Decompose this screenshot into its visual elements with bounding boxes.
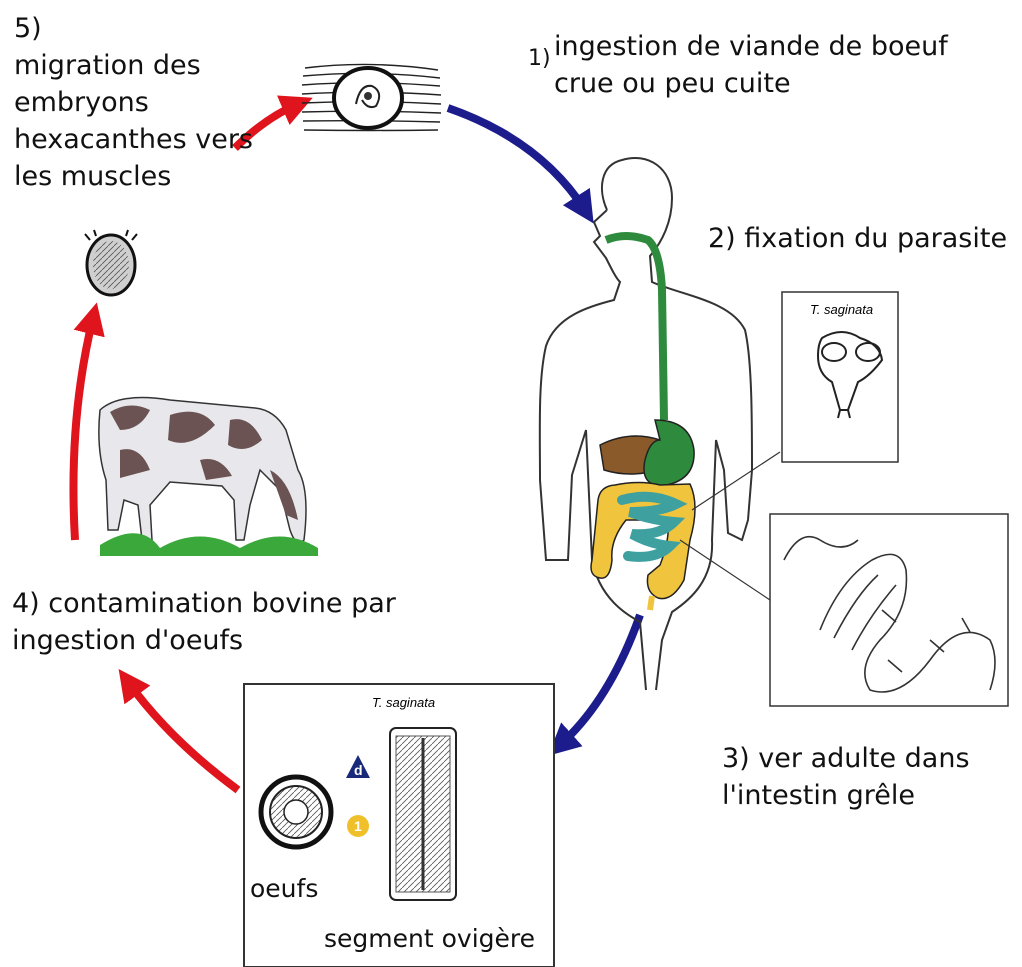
arrow-cow-to-embryo (73, 318, 93, 540)
step3-line2: l'intestin grêle (722, 777, 970, 814)
step5-line2: embryons (14, 84, 253, 121)
step1-line1: ingestion de viande de boeuf (528, 28, 948, 65)
gravid-segment-illustration (390, 728, 456, 900)
step1-label: 1) ingestion de viande de boeuf crue ou … (528, 28, 948, 102)
triangle-marker-text: d (354, 762, 363, 778)
step4-line2: ingestion d'oeufs (12, 622, 396, 659)
step5-line4: les muscles (14, 158, 253, 195)
arrow-human-to-eggs (560, 615, 640, 745)
segment-label-text: segment ovigère (324, 920, 535, 957)
egg-label-text: oeufs (250, 870, 318, 907)
egg-illustration (261, 777, 331, 847)
arrow-meat-to-human (448, 108, 585, 210)
arrow-eggs-to-cow (128, 682, 238, 790)
egg-label: oeufs (250, 870, 318, 907)
step4-line1: 4) contamination bovine par (12, 585, 396, 622)
step2-text: 2) fixation du parasite (708, 220, 1007, 257)
cow-illustration (99, 398, 318, 556)
step3-line1: 3) ver adulte dans (722, 740, 970, 777)
step1-number: 1) (528, 40, 551, 77)
step5-line1: migration des (14, 47, 253, 84)
egg-box-title: T. saginata (372, 695, 435, 710)
step5-number: 5) (14, 10, 253, 47)
muscle-cyst-illustration (302, 64, 441, 130)
adult-worm-inset-box (770, 514, 1008, 706)
step3-label: 3) ver adulte dans l'intestin grêle (722, 740, 970, 814)
step5-label: 5) migration des embryons hexacanthes ve… (14, 10, 253, 195)
circle-marker-text: 1 (354, 818, 362, 834)
leader-line-scolex (692, 452, 780, 510)
step5-line3: hexacanthes vers (14, 121, 253, 158)
step2-label: 2) fixation du parasite (708, 220, 1007, 257)
hexacanth-embryo-illustration (85, 230, 137, 295)
step1-line2: crue ou peu cuite (528, 65, 948, 102)
scolex-inset-title: T. saginata (810, 302, 873, 317)
circle-marker: 1 (347, 815, 369, 837)
step4-label: 4) contamination bovine par ingestion d'… (12, 585, 396, 659)
segment-label: segment ovigère (324, 920, 535, 957)
leader-line-intestine (680, 540, 770, 600)
scolex-inset-box (782, 292, 898, 462)
